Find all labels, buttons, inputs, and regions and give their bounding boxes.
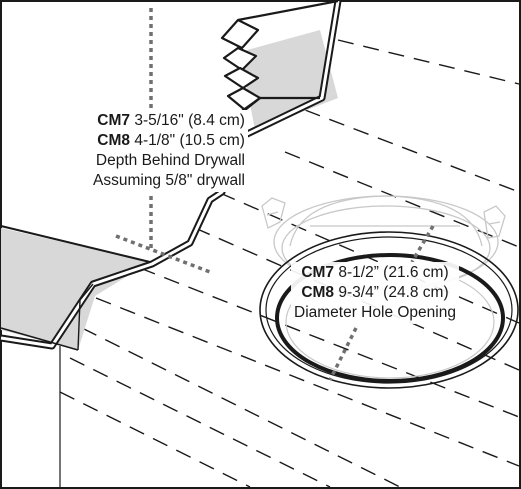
- depth-cm8-line: CM8 4-1/8" (10.5 cm): [93, 131, 245, 151]
- hole-cm7-line: CM7 8-1/2” (21.6 cm): [294, 263, 456, 283]
- cm8-depth-value: 4-1/8" (10.5 cm): [134, 132, 245, 149]
- joist-profile: [220, 0, 339, 119]
- cm8-model-label: CM8: [301, 284, 335, 301]
- cm7-model-label: CM7: [97, 112, 131, 129]
- drywall-assumption: Assuming 5/8" drywall: [93, 172, 245, 189]
- diameter-guide-line: [328, 225, 435, 381]
- depth-guide-lines: [115, 8, 211, 274]
- drywall-cutaway-outline: [0, 0, 342, 488]
- cm7-depth-value: 3-5/16" (8.4 cm): [134, 112, 245, 129]
- cm7-model-label: CM7: [301, 264, 335, 281]
- cm8-hole-value: 9-3/4” (24.8 cm): [338, 284, 449, 301]
- cm8-model-label: CM8: [97, 132, 131, 149]
- hole-cm8-line: CM8 9-3/4” (24.8 cm): [294, 283, 456, 303]
- depth-description: Depth Behind Drywall: [95, 152, 245, 169]
- depth-callout: CM7 3-5/16" (8.4 cm) CM8 4-1/8" (10.5 cm…: [90, 110, 248, 192]
- cm7-hole-value: 8-1/2” (21.6 cm): [338, 264, 449, 281]
- hole-callout: CM7 8-1/2” (21.6 cm) CM8 9-3/4” (24.8 cm…: [291, 262, 459, 324]
- hole-description: Diameter Hole Opening: [294, 304, 456, 321]
- ceiling-perspective-lines: [59, 39, 520, 488]
- depth-cm7-line: CM7 3-5/16" (8.4 cm): [93, 111, 245, 131]
